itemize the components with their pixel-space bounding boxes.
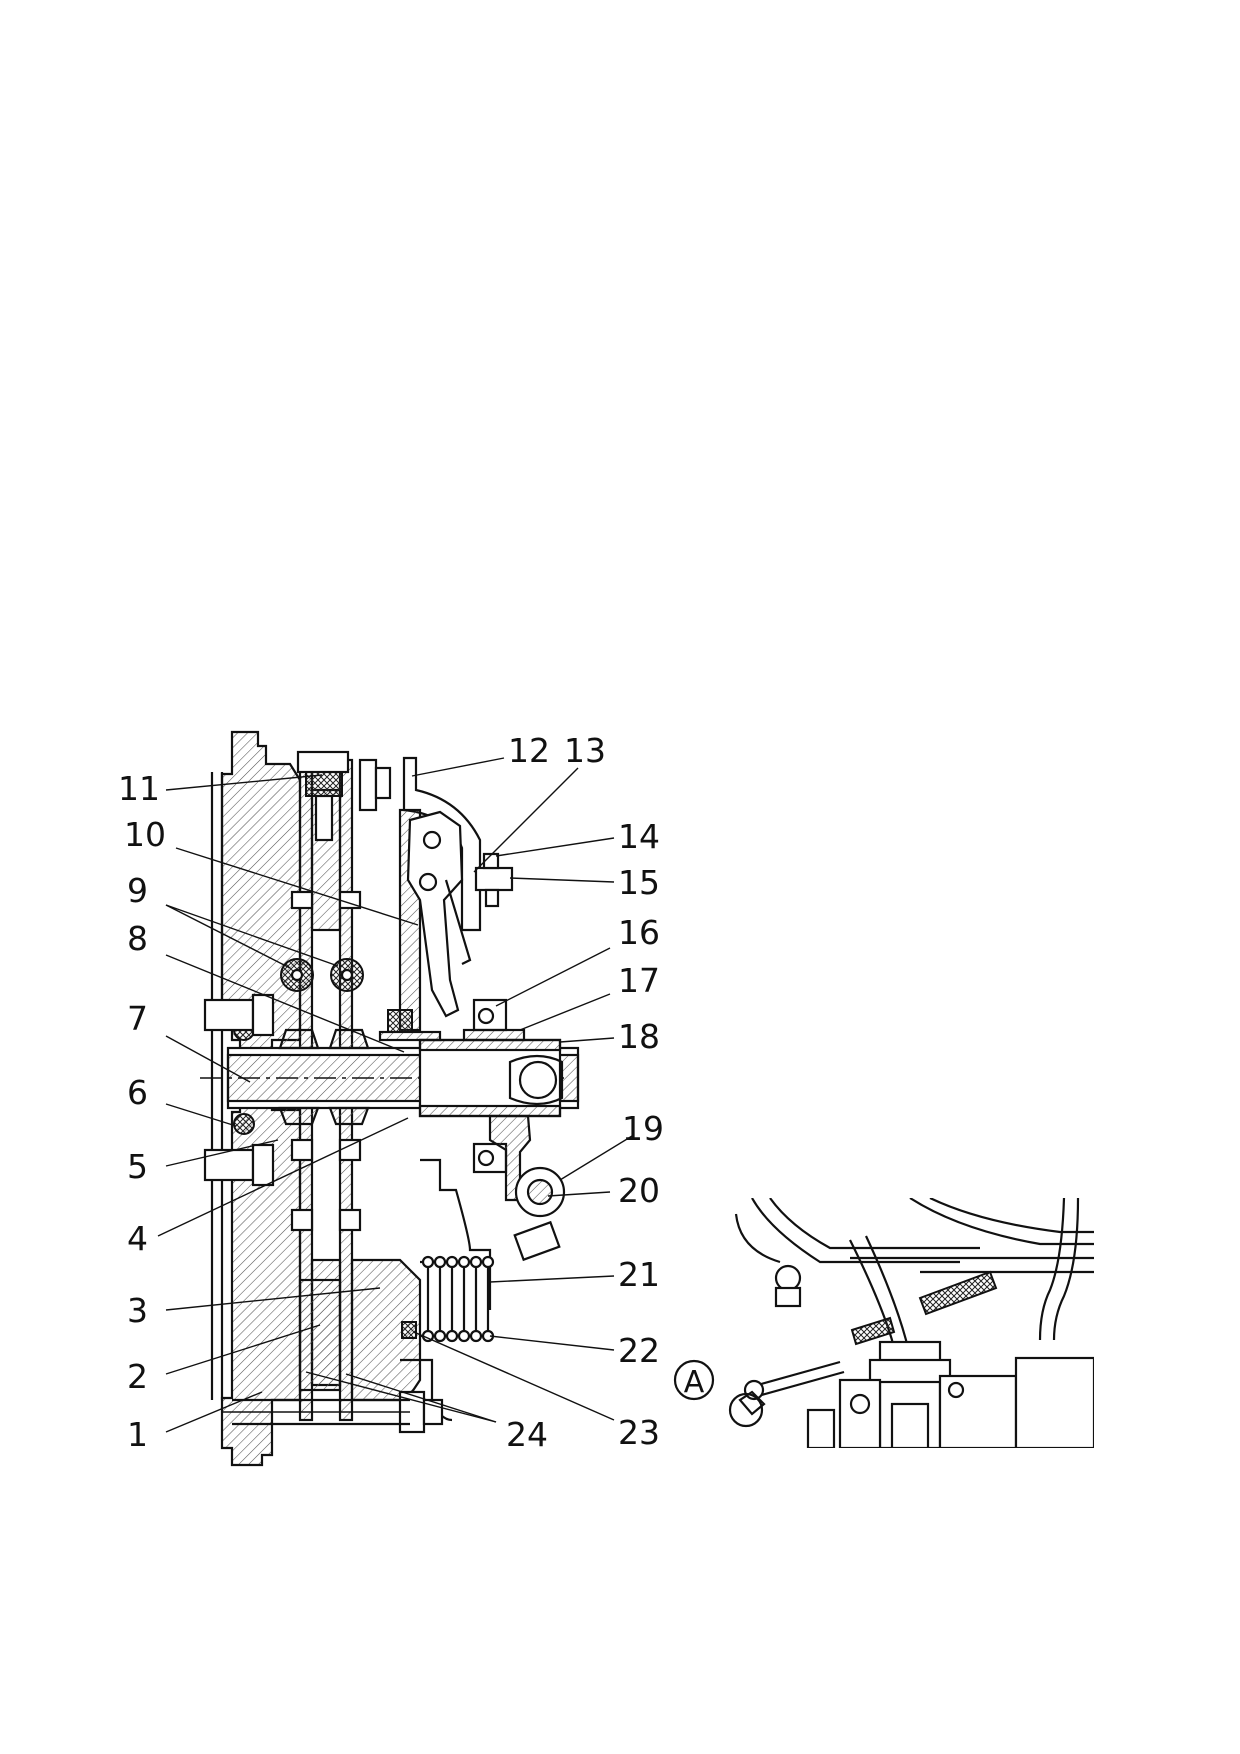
callout-22: 22 bbox=[618, 1331, 660, 1370]
hub-left-lower bbox=[278, 1106, 320, 1126]
spring-seat bbox=[401, 1321, 417, 1339]
release-sleeve-top bbox=[418, 1038, 562, 1052]
callout-18: 18 bbox=[618, 1017, 660, 1056]
damper-spring-left-core bbox=[290, 968, 304, 982]
bolt-lower bbox=[203, 1148, 255, 1182]
housing-block-right bbox=[1014, 1356, 1094, 1448]
release-bearing-block bbox=[387, 1009, 413, 1033]
lever-shaft-core bbox=[526, 1178, 554, 1206]
stud-left-3 bbox=[290, 890, 314, 910]
adjusting-bolt-head bbox=[482, 852, 500, 870]
callout-16: 16 bbox=[618, 913, 660, 952]
ball-joint bbox=[774, 1264, 802, 1292]
callout-19: 19 bbox=[622, 1109, 664, 1148]
lever-pivot-lower bbox=[418, 872, 438, 892]
shaft-end-pin bbox=[518, 1060, 558, 1100]
valve-collar bbox=[868, 1358, 952, 1384]
lever-link bbox=[444, 879, 472, 965]
callout-24: 24 bbox=[506, 1415, 548, 1454]
callout-11: 11 bbox=[118, 769, 160, 808]
detail-marker-target bbox=[728, 1392, 764, 1428]
pipe-top-2 bbox=[929, 1198, 1094, 1234]
mount-bolt bbox=[849, 1393, 871, 1415]
callout-13: 13 bbox=[564, 731, 606, 770]
callout-6: 6 bbox=[127, 1073, 148, 1112]
stud-right-2 bbox=[338, 1208, 362, 1232]
callout-2: 2 bbox=[127, 1357, 148, 1396]
callout-3: 3 bbox=[127, 1291, 148, 1330]
driven-disc bbox=[298, 1278, 342, 1392]
detail-marker-circle bbox=[673, 1359, 715, 1401]
clutch-section-diagram: 1 2 3 4 5 6 7 8 9 10 11 12 13 14 15 16 1… bbox=[118, 730, 664, 1467]
return-spring bbox=[918, 1270, 998, 1316]
hub-right-lower bbox=[328, 1106, 370, 1126]
fork-pin bbox=[477, 1007, 495, 1025]
small-spring bbox=[850, 1316, 896, 1346]
adjuster-cap bbox=[296, 750, 350, 774]
fork-arm bbox=[462, 1028, 526, 1042]
adjusting-bolt bbox=[474, 866, 514, 892]
pipe-mid bbox=[849, 1239, 902, 1381]
release-lever bbox=[406, 810, 464, 1018]
callout-7: 7 bbox=[127, 999, 148, 1038]
fork-pin-lower bbox=[477, 1149, 495, 1167]
spring-housing bbox=[420, 1158, 492, 1310]
callout-12: 12 bbox=[508, 731, 550, 770]
release-sleeve-bottom bbox=[418, 1104, 562, 1118]
pipe-upper-left bbox=[751, 1198, 960, 1264]
top-clamp bbox=[358, 758, 378, 812]
callout-14: 14 bbox=[618, 817, 660, 856]
pipe-right-2 bbox=[1052, 1198, 1080, 1341]
ball-joint-nut bbox=[774, 1286, 802, 1308]
top-clamp-nut bbox=[374, 766, 392, 800]
bolt-upper bbox=[203, 998, 255, 1032]
callout-5: 5 bbox=[127, 1147, 148, 1186]
callout-15: 15 bbox=[618, 863, 660, 902]
callout-17: 17 bbox=[618, 961, 660, 1000]
pipe-curve bbox=[734, 1213, 781, 1264]
callout-9: 9 bbox=[127, 871, 148, 910]
link-rod-2 bbox=[757, 1370, 845, 1398]
stud-right-1 bbox=[338, 1138, 362, 1162]
callout-21: 21 bbox=[618, 1255, 660, 1294]
lever-clamp-bolt bbox=[513, 1220, 561, 1262]
callout-10: 10 bbox=[124, 815, 166, 854]
pipe-upper-left-2 bbox=[769, 1198, 980, 1250]
pipe-top bbox=[909, 1198, 1094, 1246]
callout-23: 23 bbox=[618, 1413, 660, 1452]
bracket-small bbox=[806, 1408, 836, 1448]
stud-left-2 bbox=[290, 1208, 314, 1232]
bolt-head-lower bbox=[251, 1143, 275, 1187]
lever-pivot-upper bbox=[422, 830, 442, 850]
pipe-right bbox=[1038, 1198, 1066, 1341]
bolt-head-upper bbox=[251, 993, 275, 1037]
callout-1: 1 bbox=[127, 1415, 148, 1454]
callout-20: 20 bbox=[618, 1171, 660, 1210]
detail-illustration: A bbox=[673, 1198, 1094, 1448]
hub-left bbox=[278, 1028, 320, 1050]
pressure-spring bbox=[420, 1255, 495, 1343]
callout-8: 8 bbox=[127, 919, 148, 958]
leader-lines bbox=[157, 757, 633, 1433]
stud-left-1 bbox=[290, 1138, 314, 1162]
housing-bolt bbox=[947, 1381, 965, 1399]
pilot-bearing-lower bbox=[233, 1113, 255, 1135]
hub-right bbox=[328, 1028, 370, 1050]
damper-spring-right-core bbox=[340, 968, 354, 982]
adjuster-pin bbox=[314, 794, 334, 842]
detail-marker-label: A bbox=[684, 1365, 705, 1400]
adjusting-bolt-nut bbox=[484, 888, 500, 908]
link-rod bbox=[753, 1360, 841, 1388]
valve-stem bbox=[890, 1402, 930, 1448]
pipe-mid-2 bbox=[865, 1235, 916, 1381]
shaft-end-fork bbox=[508, 1054, 564, 1106]
callout-labels: 1 2 3 4 5 6 7 8 9 10 11 12 13 14 15 16 1… bbox=[118, 731, 664, 1454]
release-bearing-race bbox=[378, 1030, 442, 1042]
callout-4: 4 bbox=[127, 1219, 148, 1258]
